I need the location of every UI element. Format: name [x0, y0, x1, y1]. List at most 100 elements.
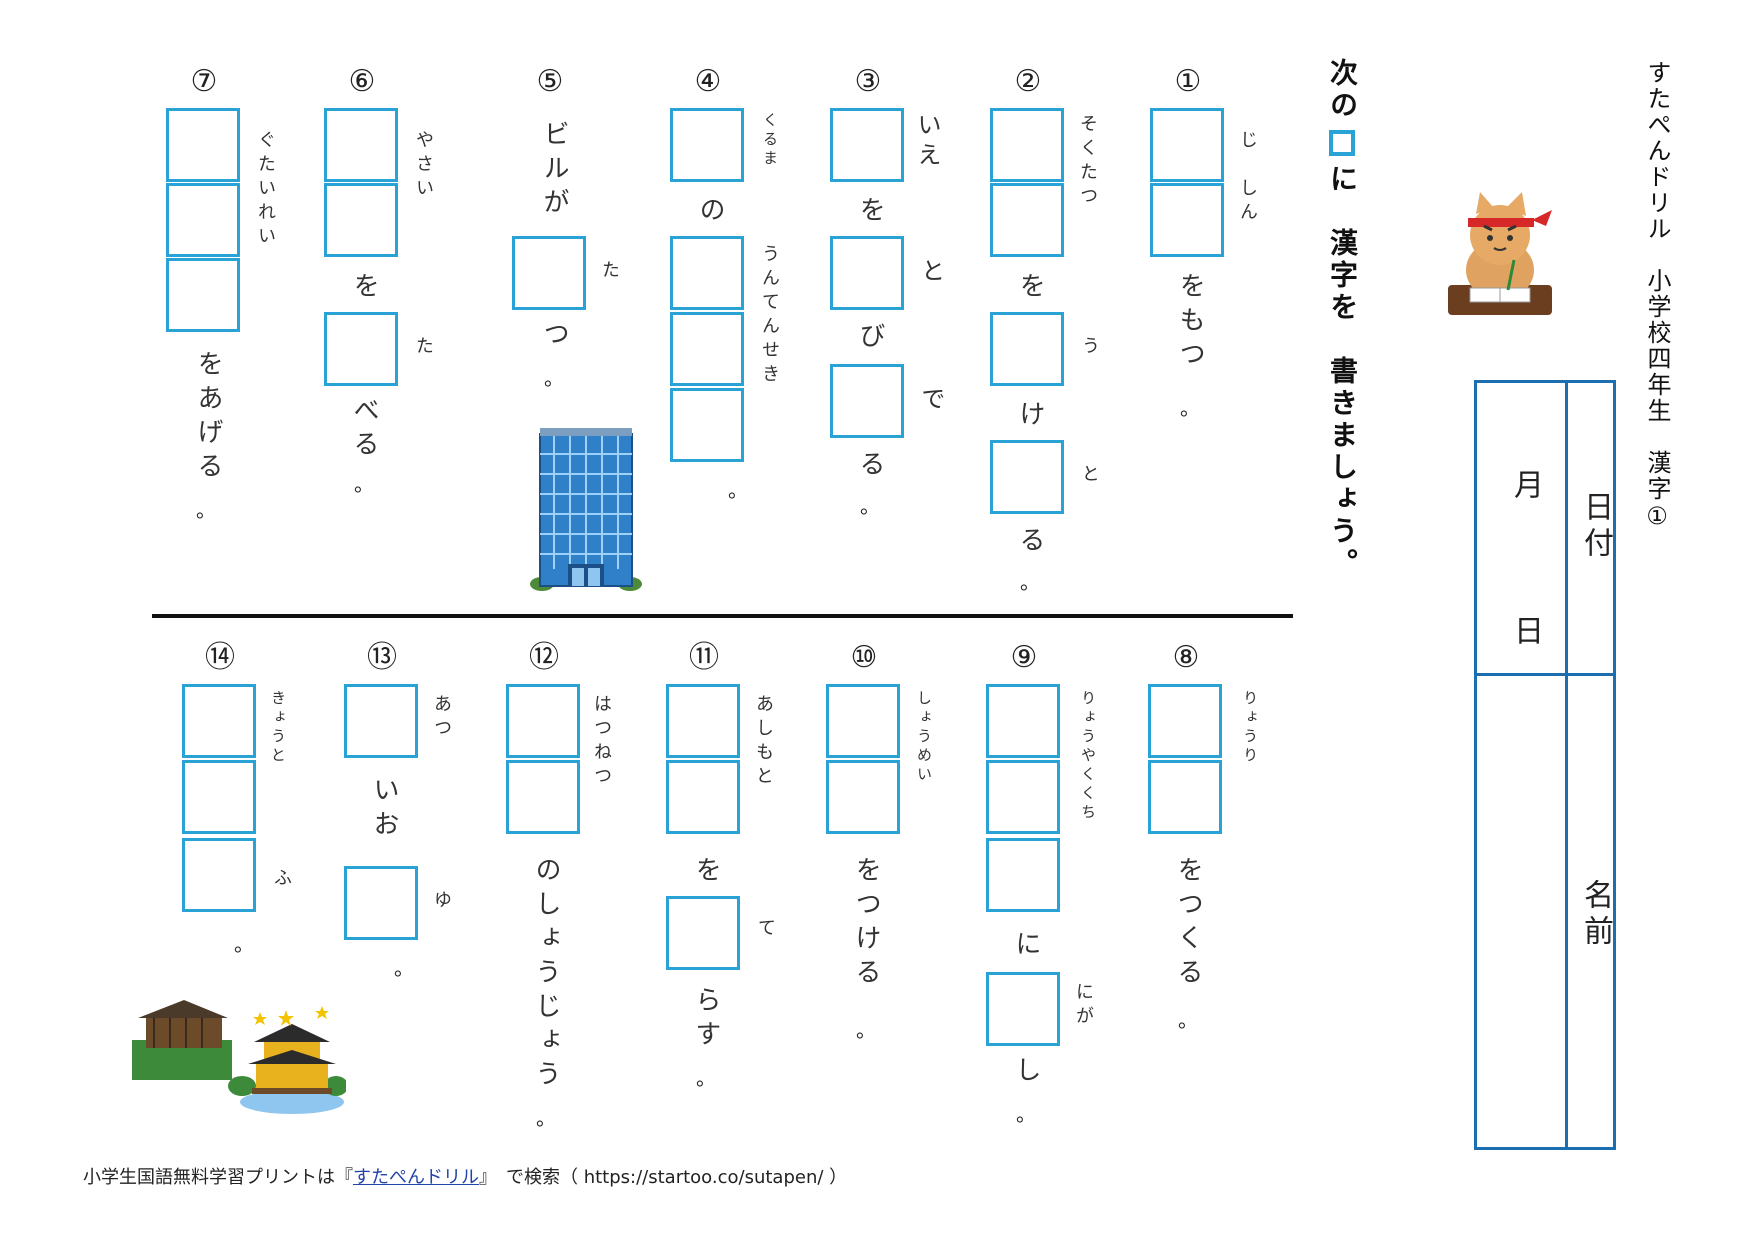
- answer-box[interactable]: [1150, 108, 1224, 182]
- question-text: び: [855, 322, 885, 356]
- answer-box[interactable]: [344, 866, 418, 940]
- question-text: を: [1015, 272, 1045, 306]
- answer-box[interactable]: [990, 183, 1064, 257]
- answer-box[interactable]: [166, 183, 240, 257]
- punctuation: 。: [234, 932, 254, 956]
- reading: た: [413, 336, 434, 360]
- question-text: に: [1011, 930, 1041, 964]
- reading: ぐたいれい: [255, 130, 276, 250]
- answer-box[interactable]: [182, 684, 256, 758]
- reading: りょうり: [1241, 690, 1259, 766]
- answer-box[interactable]: [324, 183, 398, 257]
- date-field[interactable]: [1477, 383, 1565, 673]
- answer-box[interactable]: [324, 312, 398, 386]
- question-text: らす: [691, 986, 721, 1054]
- reading: あつ: [431, 694, 452, 742]
- question-number: ②: [1014, 64, 1042, 99]
- answer-box[interactable]: [670, 312, 744, 386]
- punctuation: 。: [1020, 570, 1040, 594]
- answer-box[interactable]: [666, 684, 740, 758]
- punctuation: 。: [1016, 1102, 1036, 1126]
- answer-box[interactable]: [830, 364, 904, 438]
- answer-box[interactable]: [1150, 183, 1224, 257]
- footer-link[interactable]: すたぺんドリル: [353, 1167, 479, 1188]
- reading: きょうと: [269, 690, 287, 766]
- question-text: を: [691, 856, 721, 890]
- answer-box[interactable]: [670, 236, 744, 310]
- answer-box[interactable]: [826, 684, 900, 758]
- reading: くるま: [761, 112, 779, 169]
- reading: りょうやくくち: [1079, 690, 1097, 823]
- answer-box[interactable]: [670, 388, 744, 462]
- instruction-lead: 次の: [1326, 58, 1359, 122]
- answer-box[interactable]: [166, 108, 240, 182]
- answer-box[interactable]: [666, 760, 740, 834]
- punctuation: 。: [544, 366, 564, 390]
- question-number: ⑥: [348, 64, 376, 99]
- answer-box[interactable]: [990, 312, 1064, 386]
- answer-box[interactable]: [324, 108, 398, 182]
- answer-box[interactable]: [182, 838, 256, 912]
- answer-box[interactable]: [990, 440, 1064, 514]
- punctuation: 。: [536, 1106, 556, 1130]
- reading: にが: [1073, 982, 1094, 1030]
- punctuation: 。: [394, 956, 414, 980]
- reading: やさい: [413, 130, 434, 202]
- answer-box[interactable]: [166, 258, 240, 332]
- section-divider: [152, 614, 1293, 618]
- question-text: る: [855, 450, 885, 484]
- question-text: し: [1011, 1056, 1041, 1090]
- reading: ふ: [271, 868, 292, 892]
- question-number: ⑦: [190, 64, 218, 99]
- question-number: ⑩: [850, 640, 878, 675]
- answer-box[interactable]: [506, 760, 580, 834]
- reading: た: [599, 260, 620, 284]
- question-number: ①: [1174, 64, 1202, 99]
- question-text: の: [695, 196, 725, 230]
- reading: と: [1079, 464, 1100, 488]
- answer-box[interactable]: [830, 108, 904, 182]
- reading: うんてんせき: [759, 244, 780, 388]
- answer-box[interactable]: [182, 760, 256, 834]
- question-text: ビルが: [539, 120, 569, 222]
- reading: う: [1079, 336, 1100, 360]
- question-text: を: [349, 272, 379, 306]
- reading: あしもと: [753, 694, 774, 790]
- answer-box-icon: [1329, 130, 1355, 156]
- studying-cat-illustration: [1448, 192, 1552, 315]
- name-label: 名前: [1578, 879, 1613, 951]
- punctuation: 。: [860, 494, 880, 518]
- question-text: をもつ: [1175, 272, 1205, 374]
- answer-box[interactable]: [344, 684, 418, 758]
- punctuation: 。: [728, 478, 748, 502]
- question-number: ⑨: [1010, 640, 1038, 675]
- question-number: ④: [694, 64, 722, 99]
- answer-box[interactable]: [990, 108, 1064, 182]
- answer-box[interactable]: [986, 760, 1060, 834]
- answer-box[interactable]: [986, 684, 1060, 758]
- question-text: け: [1015, 400, 1045, 434]
- punctuation: 。: [1178, 1008, 1198, 1032]
- date-name-table: 日付 月 日 名前: [1474, 380, 1616, 1150]
- answer-box[interactable]: [670, 108, 744, 182]
- answer-box[interactable]: [512, 236, 586, 310]
- answer-box[interactable]: [666, 896, 740, 970]
- question-text: べる: [349, 396, 379, 464]
- instruction: 次のに 漢字を 書きましょう。: [1322, 58, 1362, 580]
- answer-box[interactable]: [506, 684, 580, 758]
- reading: で: [917, 386, 945, 420]
- month-label: 月: [1508, 469, 1543, 505]
- answer-box[interactable]: [986, 838, 1060, 912]
- answer-box[interactable]: [1148, 760, 1222, 834]
- punctuation: 。: [1180, 396, 1200, 420]
- question-text: をあげる: [193, 350, 223, 486]
- punctuation: 。: [856, 1018, 876, 1042]
- reading: て: [755, 918, 776, 942]
- table-divider: [1477, 673, 1613, 676]
- answer-box[interactable]: [826, 760, 900, 834]
- question-text: を: [855, 196, 885, 230]
- answer-box[interactable]: [986, 972, 1060, 1046]
- answer-box[interactable]: [1148, 684, 1222, 758]
- name-field[interactable]: [1477, 676, 1619, 1150]
- answer-box[interactable]: [830, 236, 904, 310]
